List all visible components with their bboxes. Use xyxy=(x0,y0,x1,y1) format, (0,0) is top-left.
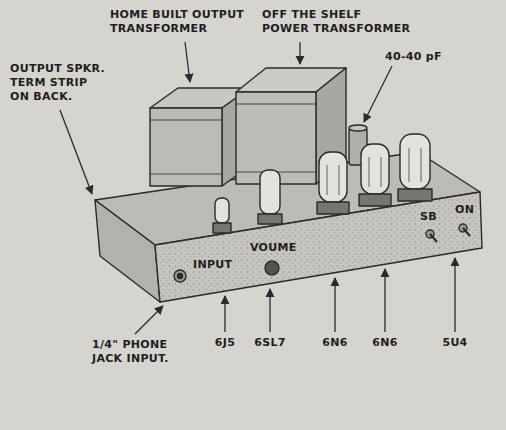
value-label: 40-40 pF xyxy=(385,50,442,64)
tube-label: 5U4 xyxy=(442,336,467,350)
part-label: HOME BUILT OUTPUT TRANSFORMER xyxy=(110,8,245,36)
control-label: SB xyxy=(420,210,437,224)
chassis-end xyxy=(95,200,160,302)
tube-6SL7 xyxy=(258,170,282,224)
tube-6N6 xyxy=(359,144,391,206)
control-label: ON xyxy=(455,203,474,217)
leader-lines xyxy=(60,42,455,334)
tube-5U4 xyxy=(398,134,432,201)
volume-knob xyxy=(265,261,279,275)
input-jack xyxy=(174,270,186,282)
part-label: OFF THE SHELF POWER TRANSFORMER xyxy=(262,8,412,36)
tube-label: 6N6 xyxy=(372,336,397,350)
output-transformer xyxy=(150,108,222,186)
control-label: VOUME xyxy=(250,241,297,255)
control-label: INPUT xyxy=(193,258,232,272)
tube-6J5 xyxy=(213,198,231,233)
part-label: 1/4" PHONE JACK INPUT. xyxy=(92,338,174,366)
tube-6N6 xyxy=(317,152,349,214)
power-transformer xyxy=(236,92,316,184)
tube-label: 6J5 xyxy=(215,336,235,350)
tube-label: 6SL7 xyxy=(254,336,285,350)
chassis-front xyxy=(155,192,482,302)
part-label: OUTPUT SPKR. TERM STRIP ON BACK. xyxy=(10,62,110,104)
tube-label: 6N6 xyxy=(322,336,347,350)
